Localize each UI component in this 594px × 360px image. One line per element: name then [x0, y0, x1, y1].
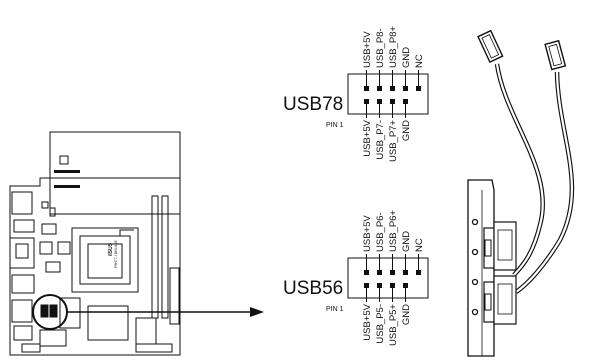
- lower-block: [87, 305, 129, 341]
- bracket-usb-openings: [484, 239, 492, 311]
- io-block-2: [13, 219, 35, 233]
- usb78-top-label: USB_P8+: [388, 26, 399, 68]
- io-block-6: [13, 325, 33, 341]
- usb78-bottom-label: USB+5V: [362, 119, 373, 156]
- usb78-top-label: USB_P8-: [375, 28, 386, 68]
- usb56-bottom-label: USB_P5-: [375, 304, 386, 344]
- usb78-title: USB78: [283, 94, 343, 115]
- usb56-title: USB56: [283, 278, 343, 299]
- usb56-connector-outline: [347, 257, 429, 299]
- usb56-bottom-label: GND: [401, 304, 412, 325]
- usb56-bottom-labels: USB+5V USB_P5- USB_P5+ GND: [362, 303, 412, 346]
- usb56-pin-ticks: [366, 254, 419, 302]
- usb78-bottom-label: USB_P7-: [375, 120, 386, 160]
- chipset: [59, 297, 81, 329]
- usb78-pins: [364, 86, 421, 104]
- usb78-top-label: NC: [414, 54, 425, 68]
- part-f: [45, 261, 61, 273]
- wireless-card: [49, 131, 181, 215]
- socket-lever: [119, 229, 134, 236]
- cpu-socket: [79, 235, 131, 285]
- motherboard: [9, 131, 181, 356]
- usb56-top-label: GND: [401, 231, 412, 252]
- io-block-3: [9, 237, 35, 269]
- usb56-header-location: [40, 304, 49, 318]
- board-brand: /ISUS: [108, 242, 114, 256]
- wireless-chip: [59, 155, 69, 165]
- usb78-bottom-label: USB_P7+: [388, 120, 399, 162]
- ram-slot-2: [161, 195, 169, 319]
- pointer-arrow: [67, 307, 264, 317]
- cpu-socket-frame: [71, 227, 139, 293]
- usb78-pin-ticks: [366, 70, 419, 118]
- atx-power-connector: [169, 267, 180, 325]
- usb78-top-label: GND: [401, 47, 412, 68]
- io-block-3-inner: [15, 243, 29, 259]
- bios-chip: [135, 317, 157, 345]
- usb78-header-location: [49, 304, 58, 318]
- usb56-pins: [364, 270, 421, 288]
- io-block-1: [11, 191, 33, 215]
- usb78-top-labels: USB+5V USB_P8- USB_P8+ GND NC: [362, 26, 425, 68]
- usb56-header: USB56 PIN 1 USB+5V USB_P6-: [283, 210, 429, 346]
- part-c: [41, 223, 57, 235]
- usb56-top-label: USB+5V: [362, 215, 373, 252]
- top-pin-rows: [54, 170, 80, 188]
- usb56-bottom-label: USB_P5+: [388, 304, 399, 346]
- io-block-4: [11, 274, 35, 294]
- board-outline: [9, 177, 181, 356]
- board-model: P8H77-I DELUXE: [114, 240, 118, 268]
- part-d: [39, 241, 53, 255]
- usb78-header: USB78 PIN 1 USB+5V USB_P8-: [283, 26, 429, 162]
- usb78-top-label: USB+5V: [362, 31, 373, 68]
- part-e: [57, 241, 71, 255]
- cable-plug-right: [544, 39, 567, 71]
- usb56-top-labels: USB+5V USB_P6- USB_P6+ GND NC: [362, 210, 425, 252]
- usb-bracket-module: [467, 29, 575, 357]
- io-block-5: [11, 299, 33, 323]
- usb56-top-label: USB_P6-: [375, 212, 386, 252]
- usb56-top-label: NC: [414, 238, 425, 252]
- usb-cables-highlight: [495, 63, 573, 293]
- usb78-pin1-label: PIN 1: [326, 122, 344, 129]
- sata-port: [135, 343, 173, 353]
- usb56-bottom-label: USB+5V: [362, 303, 373, 340]
- front-panel: [39, 329, 67, 347]
- part-b: [49, 207, 56, 217]
- cpu-socket-inner: [87, 243, 123, 279]
- cable-plug-left: [477, 29, 504, 63]
- usb78-connector-outline: [347, 73, 429, 115]
- usb78-bottom-label: GND: [401, 120, 412, 141]
- usb56-top-label: USB_P6+: [388, 210, 399, 252]
- audio-header: [21, 343, 41, 353]
- usb56-pin1-label: PIN 1: [326, 306, 344, 313]
- usb78-bottom-labels: USB+5V USB_P7- USB_P7+ GND: [362, 119, 412, 162]
- part-a: [41, 201, 49, 209]
